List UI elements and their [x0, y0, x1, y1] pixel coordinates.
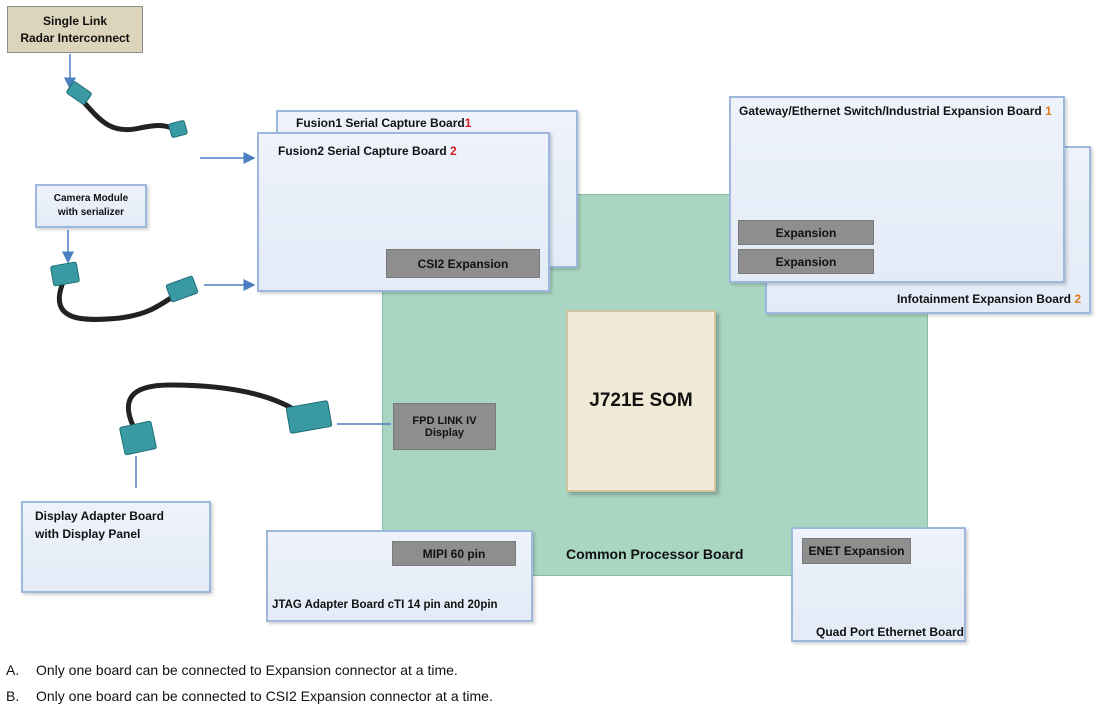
j721e-som: J721E SOM — [566, 310, 716, 492]
display-connector-1 — [119, 420, 157, 456]
camera-connector-2 — [165, 275, 199, 303]
fusion2-serial-capture-board: Fusion2 Serial Capture Board 2 CSI2 Expa… — [257, 132, 550, 292]
radar-connector-1 — [66, 81, 92, 105]
common-processor-board-label: Common Processor Board — [566, 546, 744, 562]
enet-expansion-connector: ENET Expansion — [802, 538, 911, 564]
radar-connector-2 — [168, 120, 188, 138]
camera-connector-1 — [50, 261, 80, 287]
radar-cable — [77, 95, 181, 133]
display-adapter-board: Display Adapter Board with Display Panel — [21, 501, 211, 593]
note-a-text: Only one board can be connected to Expan… — [36, 662, 458, 678]
camera-cable — [56, 282, 183, 322]
infotainment-number: 2 — [1074, 292, 1081, 306]
expansion-connector-1: Expansion — [738, 220, 874, 245]
fusion1-number: 1 — [464, 116, 472, 130]
display-connector-2 — [285, 400, 333, 434]
expansion-connector-2: Expansion — [738, 249, 874, 274]
j721e-som-label: J721E SOM — [589, 390, 693, 411]
csi2-expansion-connector: CSI2 Expansion — [386, 249, 540, 278]
radar-interconnect-box: Single Link Radar Interconnect — [7, 6, 143, 53]
fpd-link-display-connector: FPD LINK IV Display — [393, 403, 496, 450]
note-b: B. Only one board can be connected to CSI… — [6, 688, 493, 704]
fusion2-label: Fusion2 Serial Capture Board 2 — [278, 144, 457, 158]
gateway-label: Gateway/Ethernet Switch/Industrial Expan… — [739, 104, 1052, 118]
camera-line1: Camera Module — [53, 193, 129, 204]
camera-line2: with serializer — [57, 207, 125, 218]
display-cable — [125, 382, 298, 433]
gateway-number: 1 — [1045, 104, 1052, 118]
radar-line1: Single Link — [42, 13, 107, 28]
camera-module-box: Camera Module with serializer — [35, 184, 147, 228]
infotainment-label: Infotainment Expansion Board 2 — [896, 292, 1081, 306]
fusion1-label: Fusion1 Serial Capture Board1 — [296, 116, 472, 130]
gateway-expansion-board: Gateway/Ethernet Switch/Industrial Expan… — [729, 96, 1065, 283]
radar-line2: Radar Interconnect — [20, 30, 130, 45]
display-adapter-label: Display Adapter Board with Display Panel — [35, 509, 164, 541]
note-a-letter: A. — [6, 662, 20, 678]
jtag-label: JTAG Adapter Board cTI 14 pin and 20pin — [272, 599, 498, 611]
note-b-letter: B. — [6, 688, 20, 704]
fpd-link-line2: Display — [424, 426, 465, 439]
quad-port-ethernet-board: ENET Expansion Quad Port Ethernet Board — [791, 527, 966, 642]
note-a: A. Only one board can be connected to Exp… — [6, 662, 458, 678]
quad-port-ethernet-label: Quad Port Ethernet Board — [816, 625, 965, 639]
mipi-60-pin-connector: MIPI 60 pin — [392, 541, 516, 566]
note-b-text: Only one board can be connected to CSI2 … — [36, 688, 493, 704]
jtag-adapter-board: MIPI 60 pin JTAG Adapter Board cTI 14 pi… — [266, 530, 533, 622]
fpd-link-line1: FPD LINK IV — [412, 414, 477, 427]
fusion2-number: 2 — [450, 144, 457, 158]
